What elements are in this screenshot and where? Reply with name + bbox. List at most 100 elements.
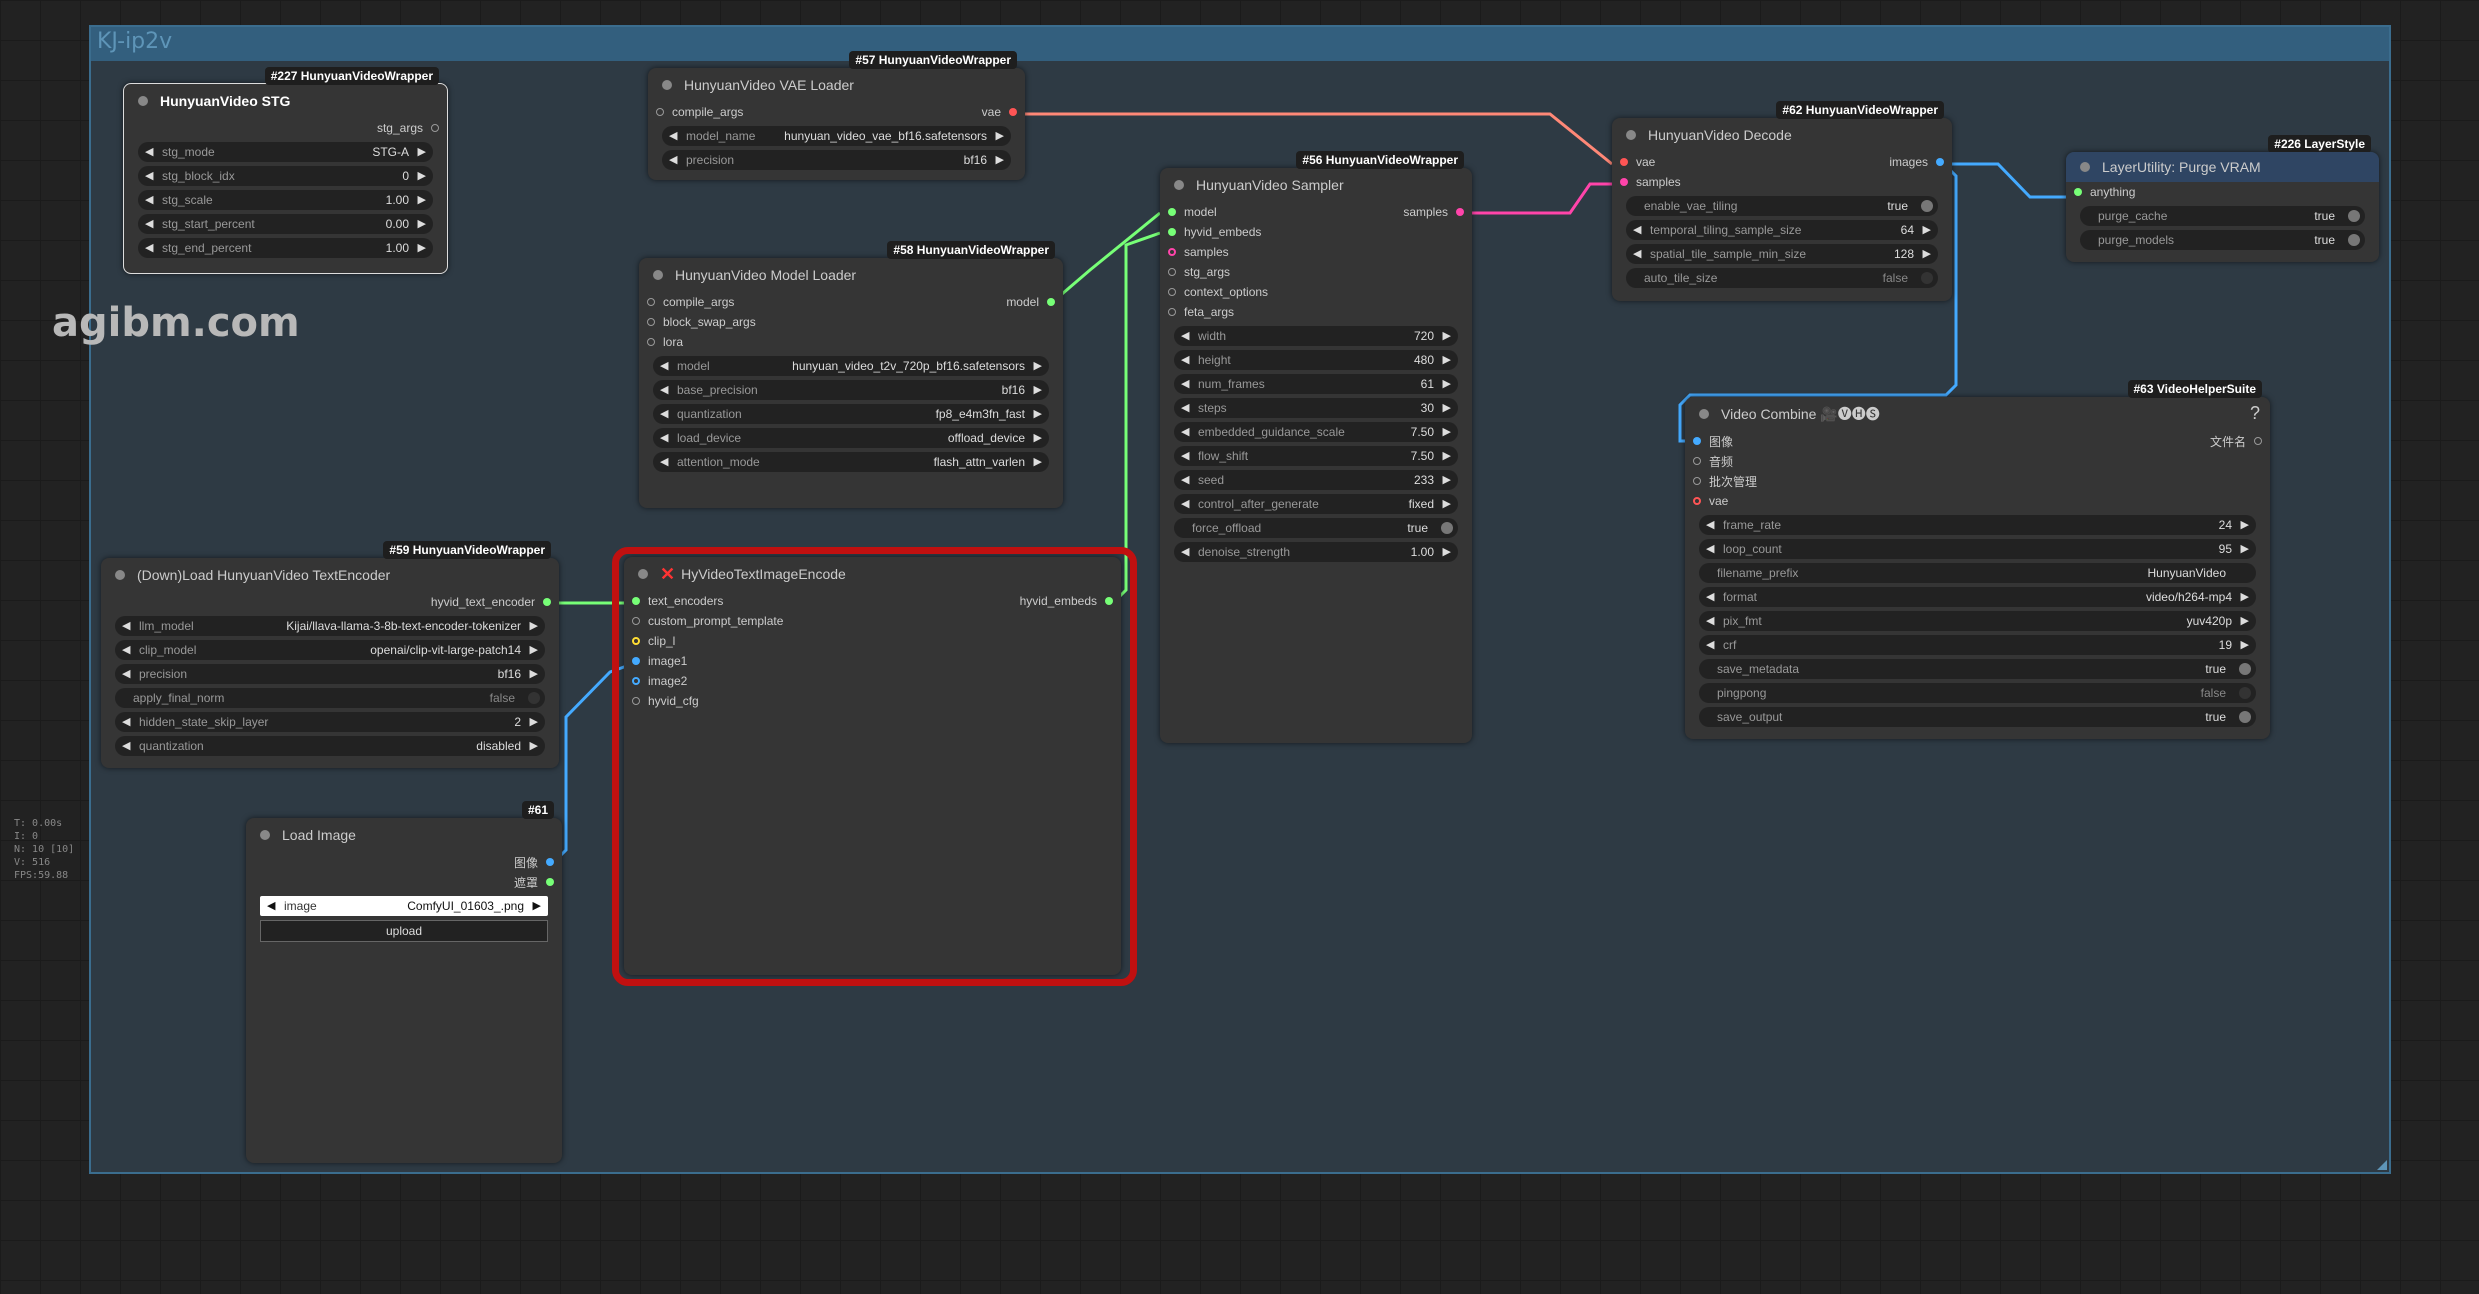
input-samples[interactable]: samples: [1612, 172, 1952, 192]
node-header[interactable]: LayerUtility: Purge VRAM: [2066, 152, 2379, 182]
arrow-right-icon[interactable]: ▶: [529, 740, 538, 752]
collapse-dot-icon[interactable]: [1699, 409, 1709, 419]
arrow-right-icon[interactable]: ▶: [1033, 360, 1042, 372]
node-text-encoder[interactable]: #59 HunyuanVideoWrapper (Down)Load Hunyu…: [101, 541, 559, 768]
arrow-left-icon[interactable]: ◀: [660, 456, 669, 468]
input-anything[interactable]: anything: [2066, 182, 2379, 202]
arrow-right-icon[interactable]: ▶: [1442, 378, 1451, 390]
node-model-loader[interactable]: #58 HunyuanVideoWrapper HunyuanVideo Mod…: [639, 241, 1063, 508]
arrow-right-icon[interactable]: ▶: [1442, 402, 1451, 414]
slot-dot-icon[interactable]: [1693, 497, 1701, 505]
input-compile-args[interactable]: compile_args: [648, 102, 743, 122]
arrow-right-icon[interactable]: ▶: [1442, 498, 1451, 510]
arrow-right-icon[interactable]: ▶: [417, 218, 426, 230]
input-vae[interactable]: vae: [1685, 491, 2270, 511]
collapse-dot-icon[interactable]: [638, 569, 648, 579]
arrow-left-icon[interactable]: ◀: [1181, 402, 1190, 414]
node-header[interactable]: HunyuanVideo VAE Loader: [648, 68, 1025, 102]
arrow-right-icon[interactable]: ▶: [1922, 224, 1931, 236]
slot-dot-icon[interactable]: [632, 677, 640, 685]
collapse-dot-icon[interactable]: [260, 830, 270, 840]
slot-dot-icon[interactable]: [632, 637, 640, 645]
arrow-right-icon[interactable]: ▶: [417, 146, 426, 158]
toggle-knob-icon[interactable]: [2239, 663, 2251, 675]
arrow-left-icon[interactable]: ◀: [1706, 615, 1715, 627]
arrow-left-icon[interactable]: ◀: [145, 242, 154, 254]
arrow-left-icon[interactable]: ◀: [145, 194, 154, 206]
node-purge-vram[interactable]: #226 LayerStyle LayerUtility: Purge VRAM…: [2066, 135, 2379, 262]
arrow-right-icon[interactable]: ▶: [2240, 591, 2249, 603]
arrow-right-icon[interactable]: ▶: [2240, 639, 2249, 651]
input-clip-l[interactable]: clip_l: [624, 631, 1121, 651]
arrow-left-icon[interactable]: ◀: [1706, 639, 1715, 651]
collapse-dot-icon[interactable]: [1626, 130, 1636, 140]
node-header[interactable]: HunyuanVideo STG: [124, 84, 447, 118]
toggle-knob-icon[interactable]: [1921, 272, 1933, 284]
collapse-dot-icon[interactable]: [2080, 162, 2090, 172]
slot-dot-icon[interactable]: [1168, 268, 1176, 276]
arrow-left-icon[interactable]: ◀: [1181, 498, 1190, 510]
slot-dot-icon[interactable]: [546, 878, 554, 886]
arrow-right-icon[interactable]: ▶: [1442, 354, 1451, 366]
arrow-left-icon[interactable]: ◀: [122, 716, 131, 728]
arrow-right-icon[interactable]: ▶: [1033, 384, 1042, 396]
arrow-left-icon[interactable]: ◀: [145, 170, 154, 182]
slot-dot-icon[interactable]: [632, 617, 640, 625]
arrow-right-icon[interactable]: ▶: [1922, 248, 1931, 260]
output-mask[interactable]: 遮罩: [246, 872, 562, 892]
collapse-dot-icon[interactable]: [115, 570, 125, 580]
arrow-left-icon[interactable]: ◀: [267, 900, 276, 912]
node-sampler[interactable]: #56 HunyuanVideoWrapper HunyuanVideo Sam…: [1160, 151, 1472, 743]
input-custom-prompt-template[interactable]: custom_prompt_template: [624, 611, 1121, 631]
arrow-right-icon[interactable]: ▶: [529, 668, 538, 680]
arrow-left-icon[interactable]: ◀: [1181, 354, 1190, 366]
arrow-left-icon[interactable]: ◀: [660, 432, 669, 444]
node-header[interactable]: Video Combine 🎥🅥🅗🅢 ?: [1685, 397, 2270, 431]
collapse-dot-icon[interactable]: [662, 80, 672, 90]
node-header[interactable]: HunyuanVideo Decode: [1612, 118, 1952, 152]
slot-dot-icon[interactable]: [1168, 208, 1176, 216]
toggle-knob-icon[interactable]: [1441, 522, 1453, 534]
arrow-right-icon[interactable]: ▶: [2240, 543, 2249, 555]
arrow-right-icon[interactable]: ▶: [417, 170, 426, 182]
slot-dot-icon[interactable]: [431, 124, 439, 132]
arrow-left-icon[interactable]: ◀: [122, 668, 131, 680]
input-hyvid-embeds[interactable]: hyvid_embeds: [1160, 222, 1472, 242]
arrow-left-icon[interactable]: ◀: [1181, 546, 1190, 558]
slot-dot-icon[interactable]: [1047, 298, 1055, 306]
arrow-right-icon[interactable]: ▶: [529, 716, 538, 728]
input-image1[interactable]: image1: [624, 651, 1121, 671]
node-decode[interactable]: #62 HunyuanVideoWrapper HunyuanVideo Dec…: [1612, 101, 1952, 301]
arrow-left-icon[interactable]: ◀: [660, 408, 669, 420]
output-filename[interactable]: 文件名: [2210, 431, 2270, 451]
output-hyvid-embeds[interactable]: hyvid_embeds: [1020, 591, 1121, 611]
node-text-image-encode[interactable]: ✕ HyVideoTextImageEncode text_encoders h…: [624, 557, 1121, 975]
slot-dot-icon[interactable]: [1168, 228, 1176, 236]
slot-dot-icon[interactable]: [1693, 457, 1701, 465]
slot-dot-icon[interactable]: [1009, 108, 1017, 116]
input-samples[interactable]: samples: [1160, 242, 1472, 262]
arrow-right-icon[interactable]: ▶: [995, 130, 1004, 142]
